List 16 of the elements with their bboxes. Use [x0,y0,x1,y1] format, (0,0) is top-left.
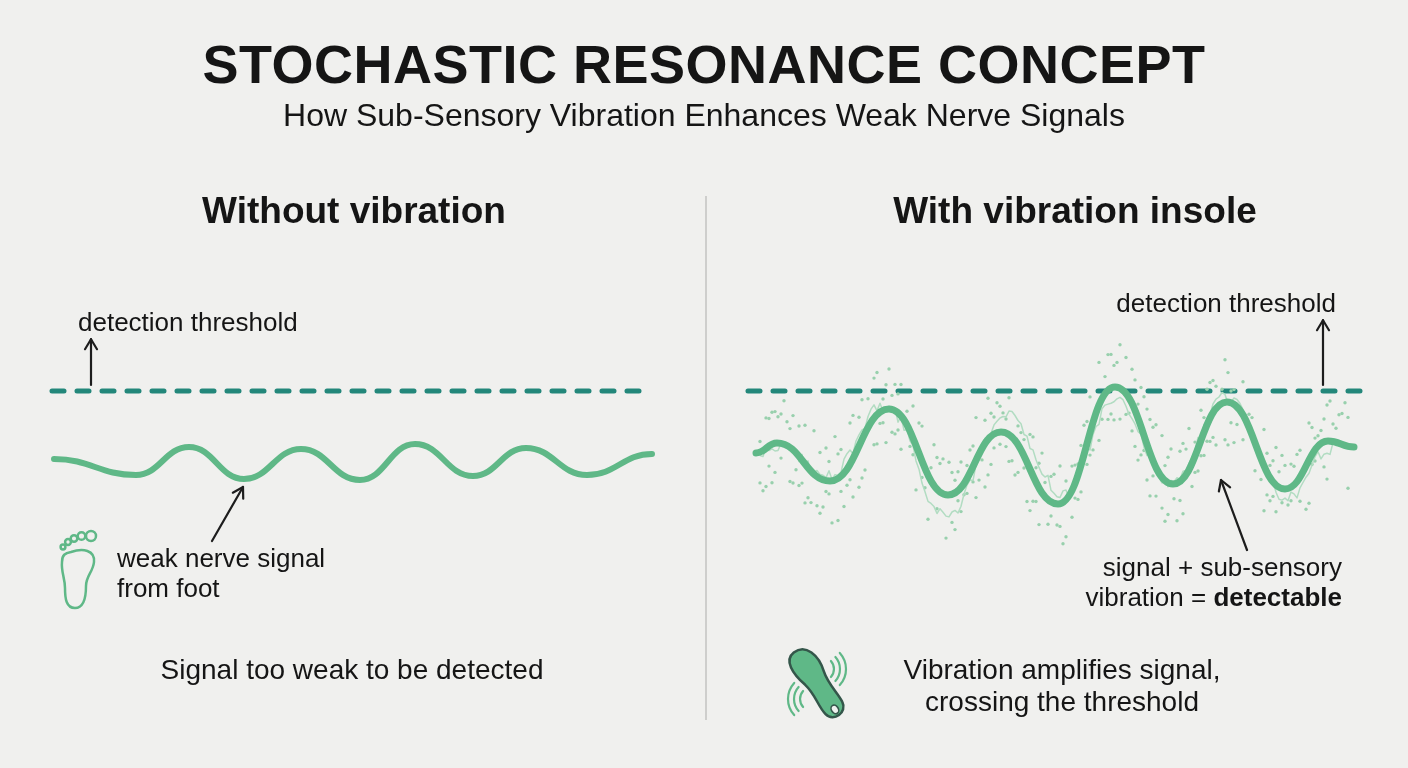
threshold-label: detection threshold [78,307,298,338]
panel-heading: With vibration insole [893,190,1257,233]
leader-arrow [1315,319,1331,387]
title: STOCHASTIC RESONANCE CONCEPT [202,33,1206,96]
summary-note: Signal too weak to be detected [160,654,544,687]
threshold-label: detection threshold [1116,288,1336,319]
summary-note: Vibration amplifies signal, crossing the threshold [903,654,1221,719]
callout-text: weak nerve signal from foot [117,543,327,604]
callout-text: signal + sub-sensory vibration = detectable [1084,552,1342,613]
subtitle: How Sub-Sensory Vibration Enhances Weak Nerve Signals [283,97,1125,135]
leader-arrow [83,338,99,387]
leader-arrow [1217,478,1249,552]
leader-arrow [210,485,245,543]
signal-wave [51,441,655,483]
signal-wave [752,383,1358,508]
panel-heading: Without vibration [202,190,506,233]
